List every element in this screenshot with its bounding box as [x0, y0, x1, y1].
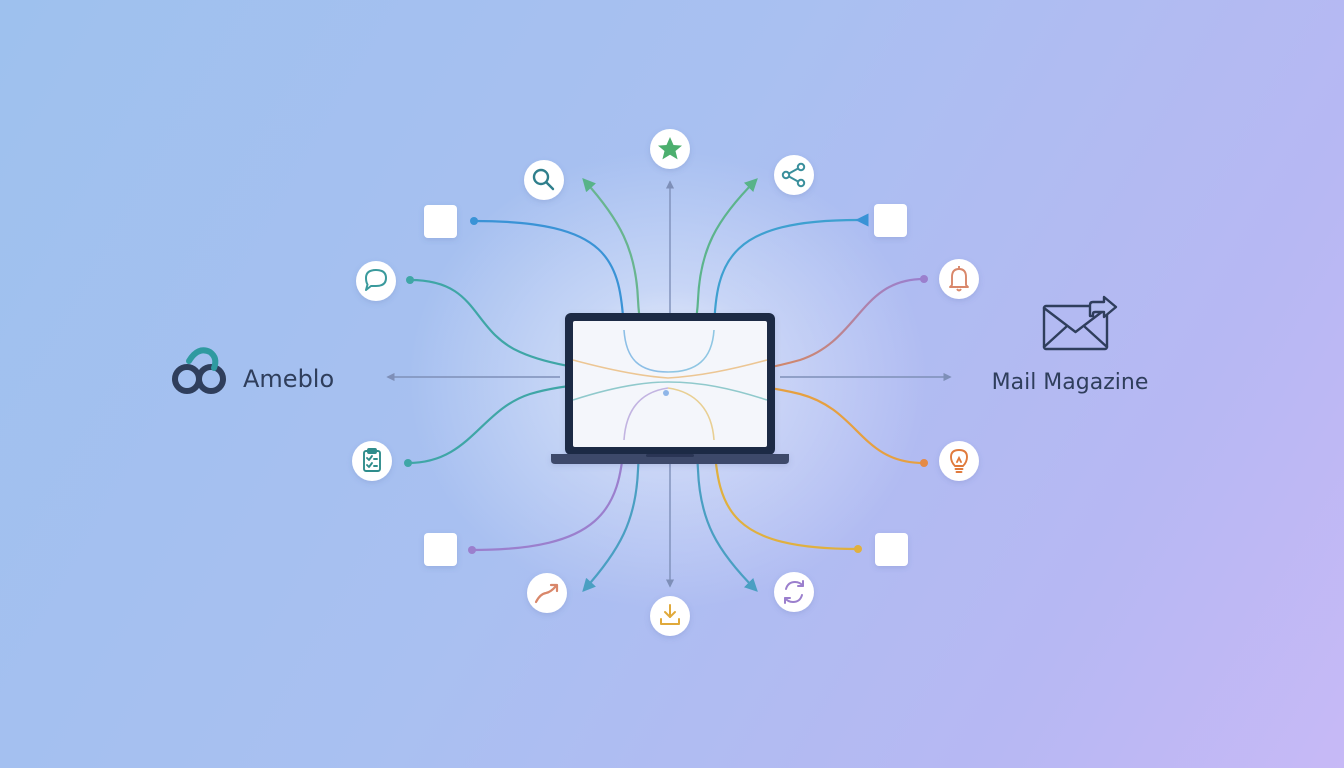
screen-overlay-lines — [572, 329, 768, 441]
node-download — [650, 596, 690, 636]
node-chat — [356, 261, 396, 301]
node-lightbulb — [939, 441, 979, 481]
node-star — [650, 129, 690, 169]
checklist-icon — [363, 448, 381, 472]
dot-chat — [406, 276, 414, 284]
node-refresh — [774, 572, 814, 612]
bell-icon — [949, 266, 969, 292]
overlay-line-6 — [572, 381, 768, 401]
node-checklist — [352, 441, 392, 481]
dot-top-left — [470, 217, 478, 225]
mail-magazine-brand: Mail Magazine — [992, 295, 1149, 395]
ameblo-logo-icon — [172, 347, 226, 394]
overlay-line-3 — [623, 387, 669, 441]
dot-bell — [920, 275, 928, 283]
dot-checklist — [404, 459, 412, 467]
dot-bottom-right — [854, 545, 862, 553]
mail-forward-icon — [1042, 295, 1118, 351]
node-bell — [939, 259, 979, 299]
laptop-screen — [573, 321, 767, 447]
lightbulb-icon — [950, 449, 968, 473]
node-share — [774, 155, 814, 195]
overlay-line-4 — [667, 387, 715, 441]
chat-bubble-icon — [365, 269, 387, 291]
search-icon — [532, 168, 555, 191]
ameblo-label: Ameblo — [243, 365, 334, 393]
mail-magazine-label: Mail Magazine — [992, 370, 1149, 395]
laptop-base — [551, 454, 789, 464]
node-search — [524, 160, 564, 200]
square-nodes — [424, 204, 908, 566]
laptop-notch — [646, 454, 694, 457]
square-node-top-left — [424, 205, 457, 238]
download-icon — [660, 604, 680, 625]
icon-nodes — [352, 129, 979, 636]
overlay-line-2 — [667, 329, 715, 373]
dot-lightbulb — [920, 459, 928, 467]
trend-arrow-icon — [534, 583, 559, 604]
laptop — [551, 313, 789, 464]
endpoint-dots — [404, 217, 928, 554]
node-trend — [527, 573, 567, 613]
dot-bottom-left — [468, 546, 476, 554]
refresh-icon — [784, 580, 804, 604]
overlay-line-1 — [623, 329, 669, 373]
square-node-top-right — [874, 204, 907, 237]
star-icon — [658, 137, 682, 160]
share-icon — [781, 162, 806, 188]
square-node-bottom-right — [875, 533, 908, 566]
center-node — [663, 390, 669, 396]
ameblo-brand: Ameblo — [172, 347, 334, 394]
overlay-line-5 — [572, 359, 768, 379]
square-node-bottom-left — [424, 533, 457, 566]
